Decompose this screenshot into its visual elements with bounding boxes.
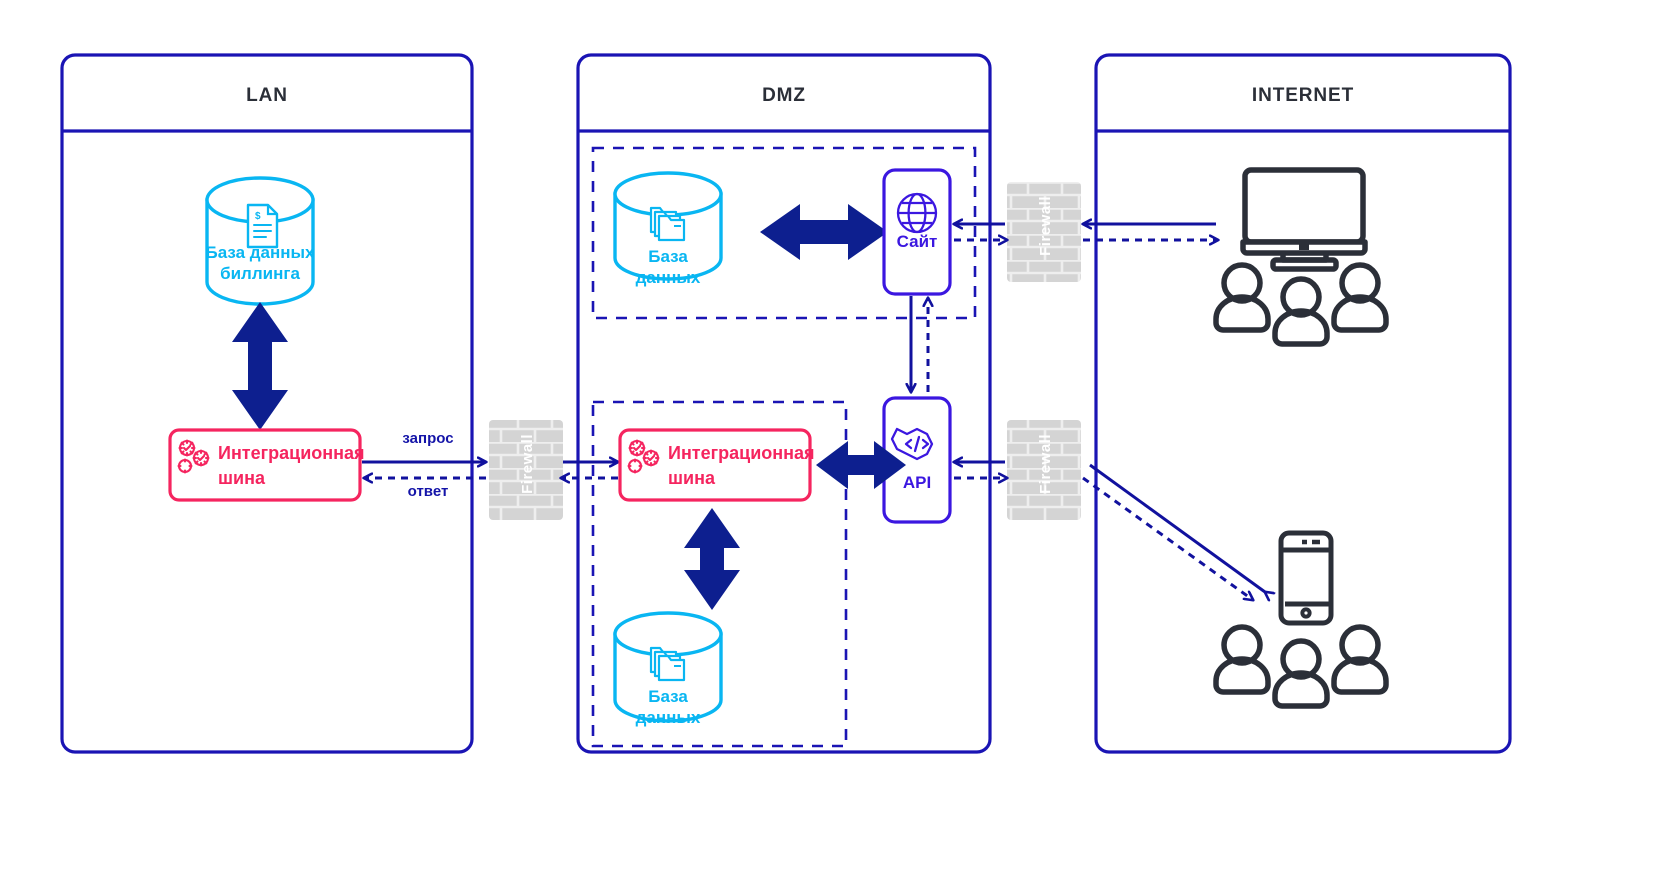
desktop-monitor-icon bbox=[1240, 167, 1368, 272]
zone-title-internet: INTERNET bbox=[1251, 85, 1355, 106]
panel-internet bbox=[1094, 53, 1512, 754]
dmz-database-top-label-line2: данных bbox=[635, 268, 701, 287]
bus-to-db-arrow bbox=[684, 508, 740, 610]
firewall-label-lan-dmz: Firewall bbox=[519, 434, 536, 494]
bus-to-api-arrow bbox=[816, 441, 906, 489]
svg-text:$: $ bbox=[255, 211, 261, 222]
folders-icon bbox=[649, 206, 686, 242]
response-flow-label: ответ bbox=[407, 483, 449, 500]
dmz-database-bottom-label-line1: База bbox=[648, 687, 688, 706]
desktop-users-group-icon bbox=[1213, 262, 1389, 347]
zone-title-dmz: DMZ bbox=[762, 85, 806, 106]
dmz-bus-label-line2: шина bbox=[668, 468, 715, 488]
lan-database-label-line1: База данных bbox=[205, 243, 315, 262]
mobile-to-api-arrow bbox=[1089, 463, 1265, 592]
api-to-mobile-arrow bbox=[1082, 476, 1253, 600]
dmz-integration-group bbox=[591, 400, 848, 748]
firewall-dmz-internet-site bbox=[1007, 182, 1081, 282]
request-flow-label: запрос bbox=[402, 430, 454, 447]
dmz-integration-bus-box bbox=[618, 428, 812, 502]
lan-bus-label-line1: Интеграционная bbox=[218, 443, 365, 463]
firewall-dmz-internet-api bbox=[1007, 420, 1081, 520]
lan-db-to-bus-arrow bbox=[232, 302, 288, 430]
firewall-label-site: Firewall bbox=[1037, 196, 1054, 256]
globe-icon bbox=[896, 192, 938, 234]
dmz-database-top-icon bbox=[613, 171, 723, 281]
dmz-database-top-label-line1: База bbox=[648, 247, 688, 266]
dmz-database-bottom-icon bbox=[613, 611, 723, 723]
zone-title-lan: LAN bbox=[246, 85, 288, 106]
dmz-bus-label-line1: Интеграционная bbox=[668, 443, 815, 463]
dmz-api-label: API bbox=[902, 473, 932, 492]
lan-database-label-line2: биллинга bbox=[220, 264, 300, 283]
dmz-web-group bbox=[591, 146, 977, 320]
smartphone-icon bbox=[1278, 530, 1334, 626]
code-brackets-icon bbox=[890, 427, 934, 461]
gears-icon bbox=[177, 439, 210, 474]
dmz-site-box bbox=[882, 168, 952, 296]
firewall-lan-dmz bbox=[489, 420, 563, 520]
lan-billing-database-icon: $ bbox=[205, 176, 315, 306]
gears-icon bbox=[627, 439, 660, 474]
mobile-users-group-icon bbox=[1213, 624, 1389, 709]
folders-icon bbox=[649, 646, 686, 682]
dmz-database-bottom-label-line2: данных bbox=[635, 708, 701, 727]
dmz-site-label: Сайт bbox=[896, 232, 938, 251]
lan-bus-label-line2: шина bbox=[218, 468, 265, 488]
firewall-label-api: Firewall bbox=[1037, 434, 1054, 494]
lan-integration-bus-box bbox=[168, 428, 362, 502]
dmz-db-to-site-arrow bbox=[760, 204, 888, 260]
